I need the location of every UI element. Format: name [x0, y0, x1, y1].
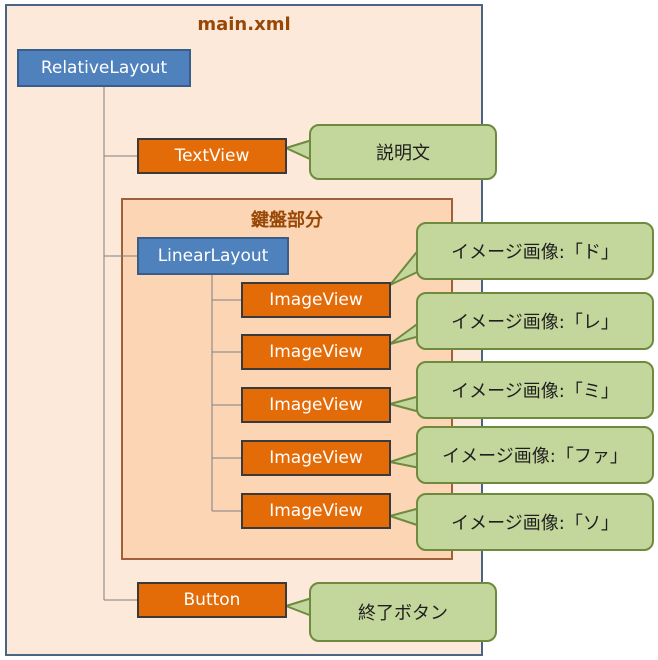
- text-view-node: TextView: [137, 138, 287, 174]
- button-callout: 終了ボタン: [309, 582, 497, 642]
- button-node: Button: [137, 582, 287, 618]
- image-view-callout-1: イメージ画像:「ド」: [416, 222, 654, 280]
- image-view-node-1: ImageView: [241, 282, 391, 318]
- image-view-callout-3: イメージ画像:「ミ」: [416, 361, 654, 419]
- image-view-node-3: ImageView: [241, 387, 391, 423]
- image-view-callout-2: イメージ画像:「レ」: [416, 292, 654, 350]
- image-view-callout-4: イメージ画像:「ファ」: [416, 426, 654, 484]
- main-xml-title: main.xml: [197, 14, 291, 35]
- relative-layout-node: RelativeLayout: [17, 49, 191, 87]
- image-view-callout-5: イメージ画像:「ソ」: [416, 493, 654, 551]
- text-view-callout: 説明文: [309, 124, 497, 180]
- linear-layout-node: LinearLayout: [137, 237, 289, 275]
- image-view-node-4: ImageView: [241, 440, 391, 476]
- image-view-node-2: ImageView: [241, 334, 391, 370]
- keyboard-section-title: 鍵盤部分: [251, 210, 323, 231]
- image-view-node-5: ImageView: [241, 493, 391, 529]
